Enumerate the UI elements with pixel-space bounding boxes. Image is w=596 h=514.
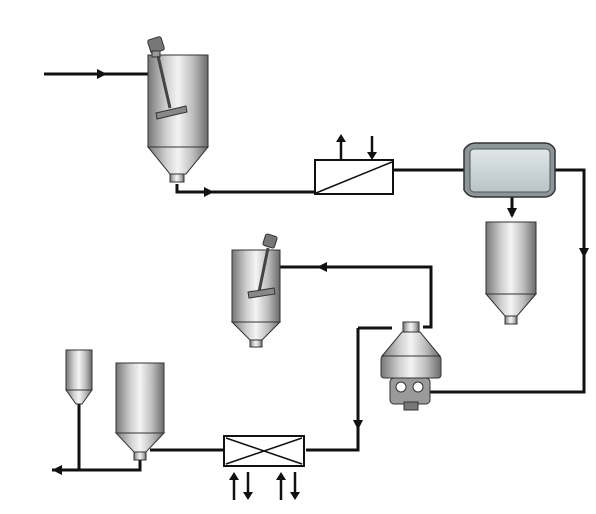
agitated-tank-icon — [146, 36, 210, 183]
separator-outlet-line — [306, 326, 392, 452]
heat-exchanger-icon — [314, 134, 394, 195]
pipe-lines — [44, 69, 589, 475]
product-line — [52, 460, 142, 472]
tank-icon — [65, 349, 93, 405]
flow-arrow — [52, 465, 62, 475]
flow-arrow — [353, 420, 363, 430]
filter-unit-icon — [463, 142, 556, 198]
filtrate-line — [426, 168, 586, 394]
tank-icon — [114, 362, 166, 461]
agitated-tank-icon — [230, 233, 282, 348]
flow-arrow — [317, 262, 327, 272]
flow-arrow — [507, 208, 517, 218]
tank1-outlet-line — [175, 184, 316, 194]
tank-icon — [484, 221, 538, 325]
recycle-line — [278, 265, 433, 329]
flow-arrow — [579, 248, 589, 258]
separator-icon — [380, 321, 442, 411]
flow-arrow — [204, 187, 214, 197]
flow-arrow — [97, 69, 107, 79]
cross-heat-exchanger-icon — [223, 435, 305, 500]
